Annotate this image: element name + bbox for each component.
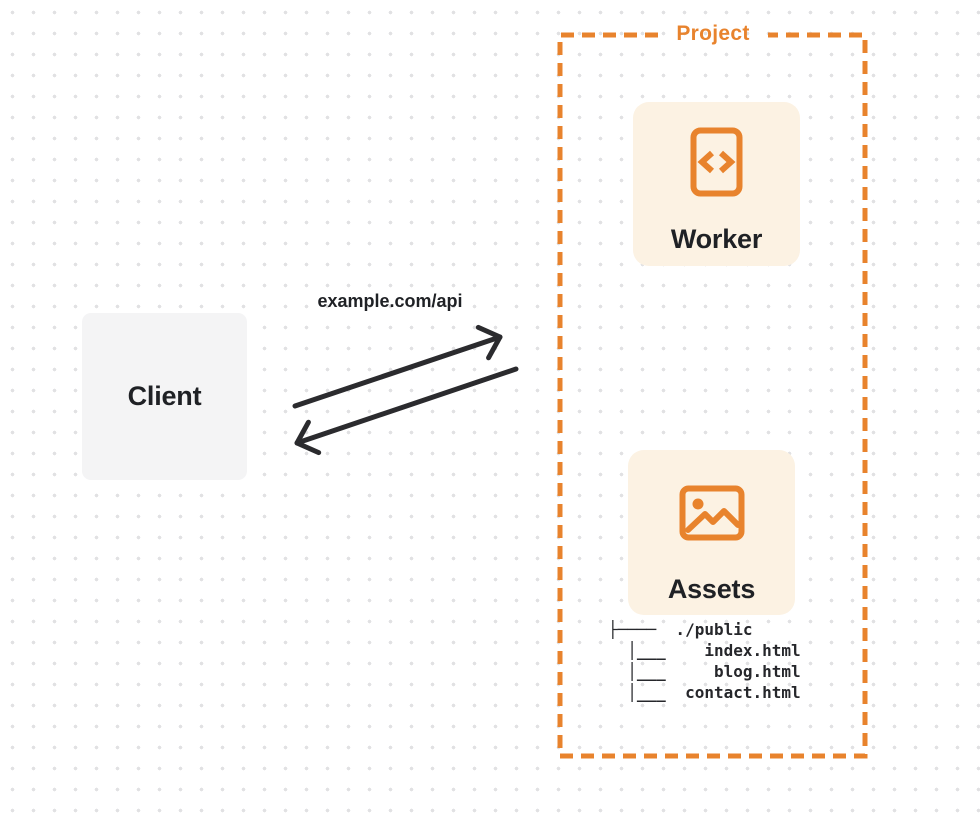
image-icon (679, 485, 745, 546)
client-label: Client (127, 381, 202, 411)
worker-node: Worker (633, 102, 800, 266)
client-node: Client (82, 313, 247, 480)
file-tree-root: ├──── ./public (608, 620, 753, 639)
file-tree-item-index: │___ index.html (608, 641, 801, 660)
request-url-label: example.com/api (317, 291, 463, 311)
response-arrow (294, 366, 519, 456)
file-tree-item-blog: │___ blog.html (608, 662, 801, 681)
assets-node: Assets (628, 450, 795, 615)
worker-label: Worker (670, 224, 763, 254)
code-document-icon (690, 127, 743, 202)
file-tree: ├──── ./public │___ index.html │___ blog… (608, 619, 801, 703)
request-arrow (292, 324, 503, 409)
file-tree-item-contact: │___ contact.html (608, 683, 801, 702)
project-label: Project (676, 22, 750, 45)
assets-label: Assets (667, 574, 756, 604)
